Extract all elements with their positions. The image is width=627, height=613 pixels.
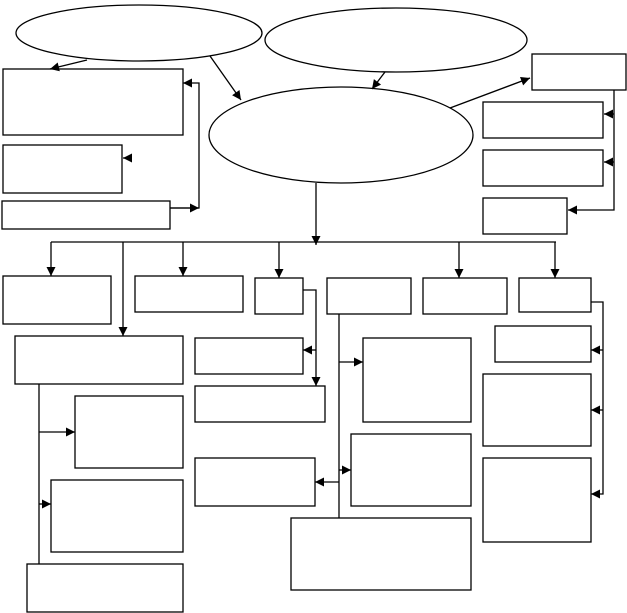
box-col3-sub-2 [194,385,326,423]
box-col1-sub-2 [50,479,184,553]
edge-box-right-top-to-box-right-3-arrowhead [568,205,577,215]
edge-box-right-top-to-box-right-3 [568,90,615,211]
edge-to-box-col6-sub-1-arrowhead [591,345,600,355]
box-right-1 [482,101,604,139]
box-row-6 [518,277,592,313]
box-right-2 [482,149,604,187]
ellipse-top-left [15,4,263,62]
edge-to-box-right-2-arrowhead [604,157,613,167]
box-right-top [531,53,627,91]
edge-to-box-row-3-arrowhead [274,269,284,278]
edge-to-box-col1-sub-2-arrowhead [42,499,51,509]
box-row-3 [254,277,304,315]
edge-box-left-3-to-box-left-1-arrowhead [183,78,192,88]
edge-ellipse-top-right-to-ellipse-center-arrowhead [372,79,382,89]
edge-to-box-col4-sub-2-arrowhead [342,465,351,475]
edge-ellipse-center-to-box-right-top-arrowhead [519,76,530,86]
edge-box-row-6-to-box-col6-sub-3-arrowhead [591,489,600,499]
box-col6-sub-1 [494,325,592,363]
edge-to-box-col6-sub-2-arrowhead [591,405,600,415]
box-row-1 [2,275,112,325]
box-left-3 [1,200,171,230]
edge-to-box-row-1-arrowhead [46,267,56,276]
box-col4-sub-1 [362,337,472,423]
box-col4-sub-left [194,457,316,507]
edge-to-box-row-2-arrowhead [178,267,188,276]
edge-box-row-6-to-box-col6-sub-3 [591,301,604,495]
box-col1-sub-1 [74,395,184,469]
box-row-4 [326,277,412,315]
box-col3-sub-1 [194,337,304,375]
box-row-5 [422,277,508,315]
edge-ellipse-top-left-to-box-left-1-arrowhead [50,62,60,72]
box-col4-sub-2 [350,433,472,507]
box-right-3 [482,197,568,235]
edge-ellipse-center-to-box-right-top [449,77,531,109]
edge-bracket-to-box-left-3-arrowhead [190,203,199,213]
edge-to-box-left-2-arrowhead [123,153,132,163]
edge-to-box-row-5-arrowhead [454,269,464,278]
edge-to-box-row-6-arrowhead [550,269,560,278]
edge-to-box-col1-main-arrowhead [118,327,128,336]
box-left-2 [2,144,123,194]
edge-to-box-col1-sub-1-arrowhead [66,427,75,437]
edge-to-box-right-1-arrowhead [604,109,613,119]
edge-to-box-col4-sub-left-arrowhead [315,477,324,487]
edge-box-row-3-to-box-col3-sub-2 [303,289,317,386]
box-col6-sub-3 [482,457,592,543]
ellipse-center [208,86,474,184]
edge-ellipse-top-left-to-ellipse-center-arrowhead [232,90,241,100]
box-col6-sub-2 [482,373,592,447]
ellipse-top-right [264,7,528,73]
box-col4-sub-bottom [290,517,472,591]
edge-to-box-col3-sub-1-arrowhead [303,345,312,355]
box-col1-sub-3 [26,563,184,613]
edge-box-row-3-to-box-col3-sub-2-arrowhead [311,377,321,386]
box-row-2 [134,275,244,313]
connectors [38,55,615,564]
edge-ellipse-center-trunk-arrowhead [311,236,321,245]
edge-to-box-col4-sub-1-arrowhead [354,357,363,367]
box-col1-main [14,335,184,385]
box-left-1 [2,68,184,136]
